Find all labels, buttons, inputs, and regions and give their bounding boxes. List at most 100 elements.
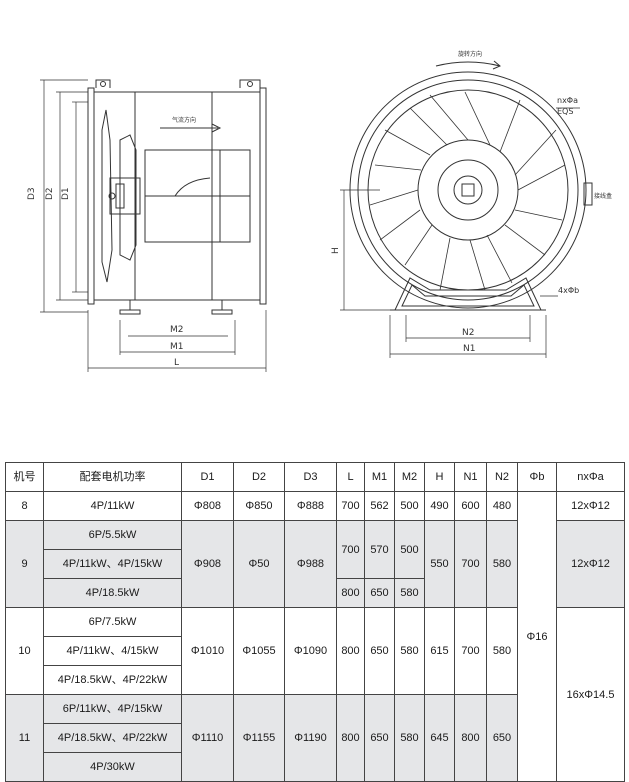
cell-l: 700 xyxy=(336,491,365,521)
table-row: 8 4P/11kW Φ808 Φ850 Φ888 700 562 500 490… xyxy=(5,491,625,782)
table-row: 4P/18.5kW 800 650 580 xyxy=(6,578,625,608)
dim-n1-label: N1 xyxy=(463,344,475,354)
fan-technical-drawing: D3 D2 D1 M2 M1 L 气流方向 旋转方向 nxΦa EQS H N2… xyxy=(27,50,612,372)
header-cell: nxΦa xyxy=(556,462,625,492)
header-cell: M1 xyxy=(364,462,395,492)
header-cell: L xyxy=(336,462,365,492)
cell-h: 645 xyxy=(424,694,455,782)
cell-d3: Φ1090 xyxy=(284,607,337,695)
cell-no: 8 xyxy=(5,491,44,521)
cell-h: 615 xyxy=(424,607,455,695)
table-row: 10 6P/7.5kW Φ1010 Φ1055 Φ1090 800 650 58… xyxy=(5,607,625,782)
cell-motor-line: 4P/18.5kW、4P/22kW xyxy=(43,665,182,695)
table-row: 9 6P/5.5kW Φ908 Φ50 Φ988 700 570 500 550… xyxy=(5,520,625,608)
table-row: 4P/18.5kW、4P/22kW xyxy=(6,723,625,753)
spec-table: 机号 配套电机功率 D1 D2 D3 L M1 M2 H N1 N2 Φb nx… xyxy=(5,462,625,782)
dim-d3-label: D3 xyxy=(27,187,37,200)
cell-d1: Φ808 xyxy=(181,491,234,521)
airflow-label: 气流方向 xyxy=(172,116,196,124)
eqs-label: EQS xyxy=(557,107,573,116)
cell-n2: 650 xyxy=(486,694,518,782)
cell-a-shared: 16xΦ14.5 xyxy=(556,607,625,782)
cell-m1: 650 xyxy=(364,694,395,782)
table-header-row: 机号 配套电机功率 D1 D2 D3 L M1 M2 H N1 N2 Φb nx… xyxy=(5,462,625,492)
header-cell: Φb xyxy=(517,462,557,492)
cell-b-shared: Φ16 xyxy=(517,491,557,782)
dim-m2-label: M2 xyxy=(170,325,184,335)
dim-d2-label: D2 xyxy=(45,187,55,200)
cell-motor: 4P/11kW xyxy=(43,491,182,521)
cell-m1: 650 xyxy=(364,607,395,695)
cell-a: 12xΦ12 xyxy=(556,520,625,608)
table-row: 4P/11kW、4/15kW xyxy=(6,636,625,666)
junction-box-label: 接线盒 xyxy=(594,192,612,200)
dim-d1-label: D1 xyxy=(61,187,71,200)
cell-m1: 562 xyxy=(364,491,395,521)
cell-d2: Φ50 xyxy=(233,520,285,608)
cell-a: 12xΦ12 xyxy=(556,491,625,521)
cell-m1: 650 xyxy=(364,578,395,608)
cell-l: 800 xyxy=(336,607,365,695)
header-cell: D3 xyxy=(284,462,337,492)
cell-motor-line: 4P/18.5kW xyxy=(43,578,182,608)
feet-holes-label: 4xΦb xyxy=(558,286,579,295)
header-cell: D2 xyxy=(233,462,285,492)
dim-m1-label: M1 xyxy=(170,342,184,352)
header-cell: 配套电机功率 xyxy=(43,462,182,492)
table-row: 4P/18.5kW、4P/22kW xyxy=(6,665,625,695)
header-cell: D1 xyxy=(181,462,234,492)
cell-motor-line: 4P/11kW、4/15kW xyxy=(43,636,182,666)
cell-n1: 600 xyxy=(454,491,487,521)
cell-motor-line: 6P/11kW、4P/15kW xyxy=(43,694,182,724)
side-view xyxy=(40,79,267,372)
cell-h: 490 xyxy=(424,491,455,521)
cell-d2: Φ1055 xyxy=(233,607,285,695)
cell-motor-line: 6P/7.5kW xyxy=(43,607,182,637)
cell-m2: 580 xyxy=(394,694,425,782)
table-row: 11 6P/11kW、4P/15kW Φ1110 Φ1155 Φ1190 800… xyxy=(5,694,625,782)
header-cell: M2 xyxy=(394,462,425,492)
cell-motor-line: 4P/11kW、4P/15kW xyxy=(43,549,182,579)
cell-m2: 580 xyxy=(394,578,425,608)
cell-no: 10 xyxy=(5,607,44,695)
dim-n2-label: N2 xyxy=(462,328,474,338)
header-cell: H xyxy=(424,462,455,492)
cell-no: 9 xyxy=(5,520,44,608)
cell-n2: 580 xyxy=(486,607,518,695)
table-row: 4P/30kW xyxy=(6,752,625,782)
dim-h-label: H xyxy=(331,247,341,254)
cell-n1: 800 xyxy=(454,694,487,782)
cell-d3: Φ888 xyxy=(284,491,337,521)
header-cell: N2 xyxy=(486,462,518,492)
cell-no: 11 xyxy=(5,694,44,782)
cell-d3: Φ1190 xyxy=(284,694,337,782)
cell-n2: 480 xyxy=(486,491,518,521)
dim-l-label: L xyxy=(174,358,179,368)
cell-motor-line: 4P/18.5kW、4P/22kW xyxy=(43,723,182,753)
cell-m1: 570 xyxy=(364,520,395,579)
header-cell: N1 xyxy=(454,462,487,492)
cell-l: 700 xyxy=(336,520,365,579)
cell-motor-line: 4P/30kW xyxy=(43,752,182,782)
cell-n1: 700 xyxy=(454,607,487,695)
cell-d2: Φ1155 xyxy=(233,694,285,782)
cell-d1: Φ908 xyxy=(181,520,234,608)
cell-d1: Φ1010 xyxy=(181,607,234,695)
cell-d2: Φ850 xyxy=(233,491,285,521)
cell-h: 550 xyxy=(424,520,455,608)
holes-label: nxΦa xyxy=(557,96,578,105)
cell-l: 800 xyxy=(336,694,365,782)
front-view xyxy=(340,60,593,358)
header-cell: 机号 xyxy=(5,462,44,492)
cell-motor-line: 6P/5.5kW xyxy=(43,520,182,550)
cell-n2: 580 xyxy=(486,520,518,608)
cell-m2: 500 xyxy=(394,520,425,579)
cell-d3: Φ988 xyxy=(284,520,337,608)
cell-m2: 500 xyxy=(394,491,425,521)
cell-l: 800 xyxy=(336,578,365,608)
cell-m2: 580 xyxy=(394,607,425,695)
cell-d1: Φ1110 xyxy=(181,694,234,782)
rotation-label: 旋转方向 xyxy=(458,50,482,58)
table-row: 4P/11kW、4P/15kW xyxy=(6,549,625,579)
cell-n1: 700 xyxy=(454,520,487,608)
